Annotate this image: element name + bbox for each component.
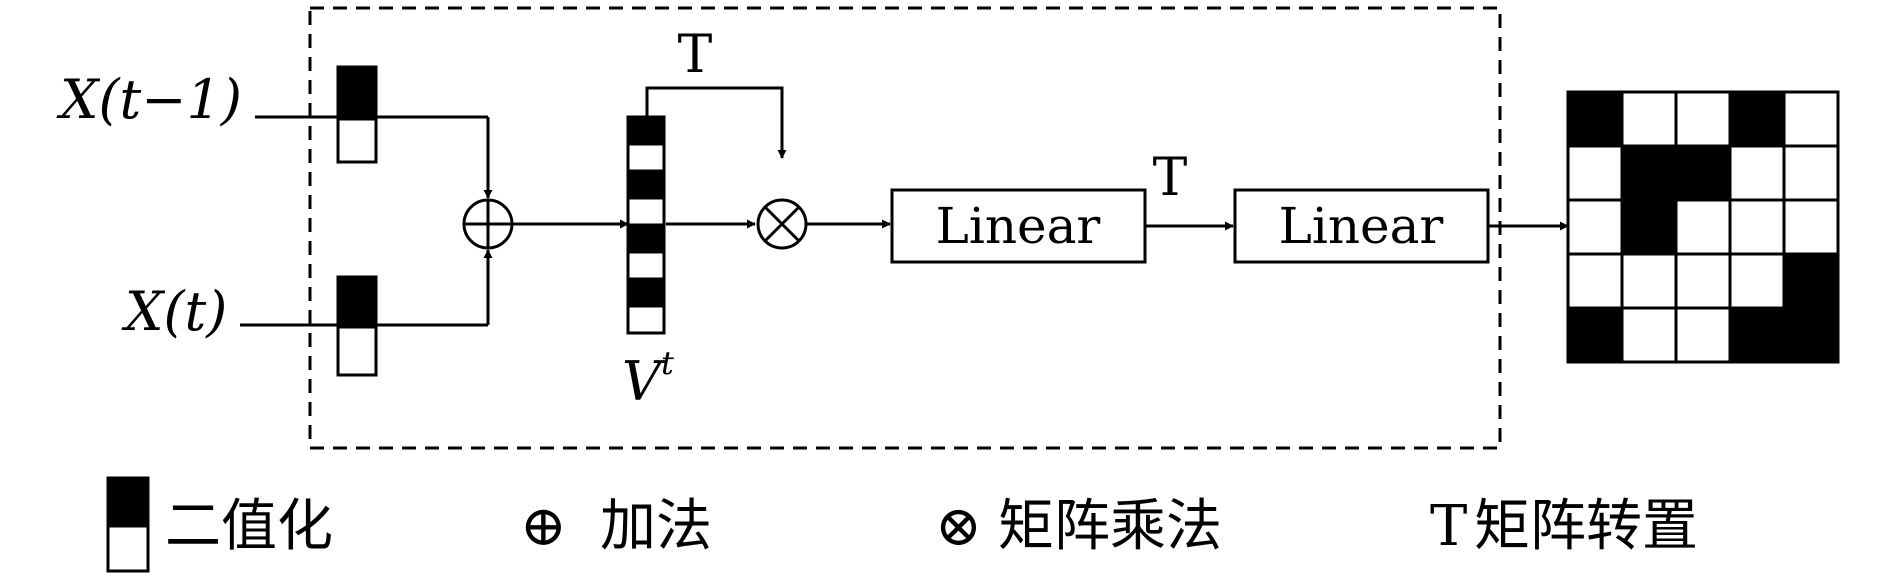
legend-transpose-label: 矩阵转置 xyxy=(1474,494,1698,559)
linear-label-2: Linear xyxy=(1279,197,1444,255)
vector-cell xyxy=(626,169,666,200)
transpose-label-mid: T xyxy=(1153,148,1188,208)
input-label-x-prev: X(t−1) xyxy=(56,68,242,131)
legend-matmul-label: 矩阵乘法 xyxy=(998,494,1222,559)
matmul-node xyxy=(756,198,808,250)
matrix-cell xyxy=(1728,144,1786,202)
matrix-cell xyxy=(1674,198,1732,256)
binarize-block-x-curr xyxy=(336,275,378,377)
vector-cell xyxy=(626,304,666,335)
matrix-cell xyxy=(1566,252,1624,310)
linear-label-1: Linear xyxy=(936,197,1101,255)
matrix-cell xyxy=(1566,144,1624,202)
transpose-branch xyxy=(645,86,787,159)
model-boundary xyxy=(308,6,1502,450)
matrix-cell xyxy=(1728,198,1786,256)
input-label-x-curr: X(t) xyxy=(121,280,227,343)
vector-cell xyxy=(626,277,666,308)
legend-transpose-symbol: T xyxy=(1430,494,1467,559)
matrix-cell xyxy=(1620,198,1678,256)
vector-cell xyxy=(626,223,666,254)
matrix-cell xyxy=(1728,252,1786,310)
vector-cell xyxy=(626,142,666,173)
matrix-cell xyxy=(1566,90,1624,148)
vector-cell xyxy=(626,250,666,281)
matrix-cell xyxy=(1620,90,1678,148)
matrix-cell xyxy=(1674,144,1732,202)
matrix-cell xyxy=(1566,306,1624,364)
vector-vt xyxy=(626,115,666,335)
matrix-cell xyxy=(1674,252,1732,310)
matrix-cell xyxy=(1620,144,1678,202)
transpose-label-top: T xyxy=(678,25,713,85)
legend-add-symbol: ⊕ xyxy=(520,494,567,559)
matrix-cell xyxy=(1728,90,1786,148)
binarize-block-x-prev xyxy=(336,65,378,164)
matrix-cell xyxy=(1620,306,1678,364)
legend-matmul-symbol: ⊗ xyxy=(935,494,982,559)
matrix-cell xyxy=(1782,306,1840,364)
legend-binarize-icon xyxy=(106,476,150,573)
legend-add-label: 加法 xyxy=(600,494,712,559)
vector-cell xyxy=(626,115,666,146)
legend-binarize-label: 二值化 xyxy=(165,494,333,559)
matrix-cell xyxy=(1782,198,1840,256)
matrix-cell xyxy=(1782,252,1840,310)
linear-block-2 xyxy=(1233,188,1490,264)
matrix-cell xyxy=(1620,252,1678,310)
matrix-cell xyxy=(1674,90,1732,148)
matrix-cell xyxy=(1728,306,1786,364)
linear-block-1 xyxy=(890,188,1147,264)
matrix-cell xyxy=(1566,198,1624,256)
vector-cell xyxy=(626,196,666,227)
matrix-cell xyxy=(1674,306,1732,364)
legend: 二值化 ⊕ 加法 ⊗ 矩阵乘法 T 矩阵转置 xyxy=(106,476,1698,573)
output-matrix xyxy=(1566,90,1840,364)
vector-label: Vt xyxy=(622,344,674,413)
add-node xyxy=(462,198,514,250)
matrix-cell xyxy=(1782,144,1840,202)
matrix-cell xyxy=(1782,90,1840,148)
